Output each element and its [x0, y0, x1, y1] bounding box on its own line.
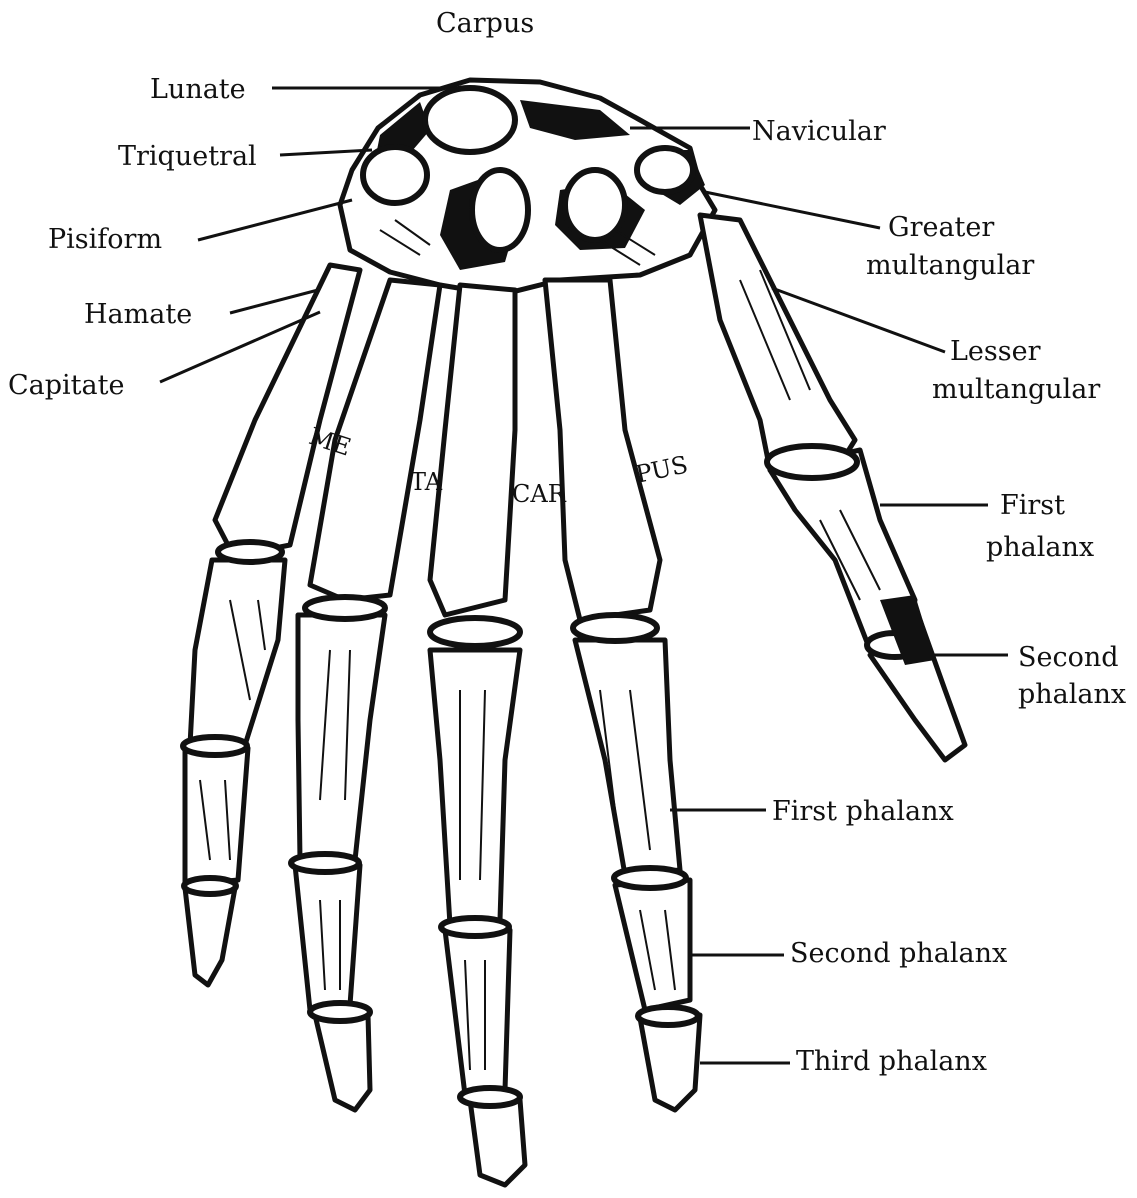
metacarpus-part-3: CAR — [512, 480, 567, 508]
carpal-bones — [340, 80, 715, 295]
middle-finger — [430, 285, 525, 1185]
label-thumb-first-phalanx-line2: phalanx — [986, 532, 1094, 563]
index-finger — [545, 280, 700, 1110]
leader-hamate — [230, 290, 318, 313]
carpus-title: Carpus — [436, 8, 534, 39]
label-triquetral: Triquetral — [118, 141, 257, 172]
label-pisiform: Pisiform — [48, 224, 162, 255]
label-first-phalanx: First phalanx — [772, 796, 954, 827]
label-thumb-first-phalanx-line1: First — [1000, 490, 1065, 521]
label-greater-multangular-line1: Greater — [888, 212, 994, 243]
metacarpus-part-4: PUS — [633, 450, 690, 488]
label-lesser-multangular-line2: multangular — [932, 374, 1100, 405]
thumb — [700, 215, 965, 760]
leader-pisiform — [198, 200, 352, 240]
label-third-phalanx: Third phalanx — [796, 1046, 987, 1077]
label-hamate: Hamate — [84, 299, 192, 330]
label-second-phalanx: Second phalanx — [790, 938, 1007, 969]
label-navicular: Navicular — [752, 116, 886, 147]
metacarpus-part-2: TA — [410, 468, 443, 496]
label-thumb-second-phalanx-line1: Second — [1018, 642, 1119, 673]
label-lunate: Lunate — [150, 74, 246, 105]
label-greater-multangular-line2: multangular — [866, 250, 1034, 281]
label-lesser-multangular-line1: Lesser — [950, 336, 1041, 367]
leader-triquetral — [280, 150, 372, 155]
label-thumb-second-phalanx-line2: phalanx — [1018, 679, 1126, 710]
hand-skeleton-illustration — [183, 80, 965, 1185]
label-capitate: Capitate — [8, 370, 124, 401]
